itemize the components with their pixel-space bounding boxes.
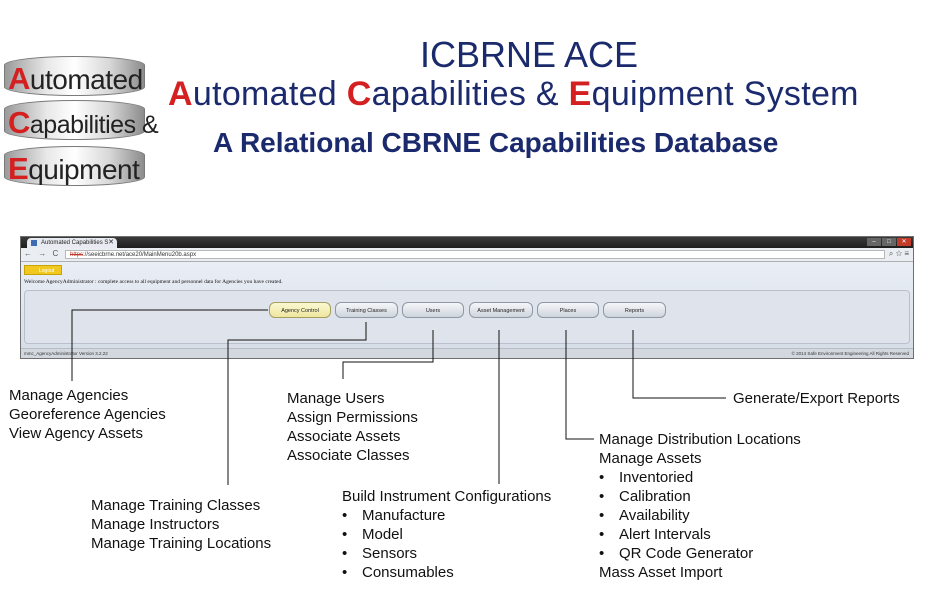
list-item: QR Code Generator	[599, 544, 801, 563]
list-item: Inventoried	[599, 468, 801, 487]
browser-tab[interactable]: Automated Capabilities S ✕	[27, 238, 117, 248]
ace-logo: Automated Capabilities & Equipment	[4, 50, 159, 190]
list-item: Availability	[599, 506, 801, 525]
close-window-icon[interactable]: ✕	[897, 238, 911, 246]
welcome-text: Welcome AgencyAdministrator : complete a…	[24, 279, 283, 285]
back-icon[interactable]: ←	[24, 249, 34, 258]
places-button[interactable]: Places	[537, 302, 599, 318]
main-menu: Agency Control Training Classes Users As…	[24, 290, 910, 344]
nav-buttons: ← → C	[24, 249, 60, 258]
training-classes-button[interactable]: Training Classes	[335, 302, 398, 318]
users-button[interactable]: Users	[402, 302, 464, 318]
status-bar: mmc_AgencyAdministrator Version 3.2.22 ©…	[21, 348, 913, 358]
agency-control-button[interactable]: Agency Control	[269, 302, 331, 318]
maximize-icon[interactable]: □	[882, 238, 896, 246]
logo-disc-automated: Automated	[4, 56, 145, 96]
address-bar[interactable]: https://seeicbrne.net/ace20/MainMenu20b.…	[65, 250, 885, 259]
browser-toolbar: ← → C https://seeicbrne.net/ace20/MainMe…	[21, 248, 913, 262]
reports-button[interactable]: Reports	[603, 302, 666, 318]
reports-callout: Generate/Export Reports	[733, 390, 900, 407]
list-item: Alert Intervals	[599, 525, 801, 544]
zoom-icon[interactable]: ⌕	[888, 249, 894, 258]
browser-tools: ⌕ ☆ ≡	[889, 249, 909, 259]
logo-disc-capabilities: Capabilities &	[4, 100, 159, 140]
forward-icon[interactable]: →	[38, 249, 49, 258]
agency-callout: Manage Agencies Georeference Agencies Vi…	[9, 387, 166, 442]
training-connector	[227, 322, 367, 485]
page-tagline: A Relational CBRNE Capabilities Database	[213, 127, 779, 158]
logout-button[interactable]: Logout	[24, 265, 62, 275]
users-callout: Manage Users Assign Permissions Associat…	[287, 390, 418, 464]
page-subtitle: Automated Capabilities & Equipment Syste…	[168, 75, 859, 113]
star-icon[interactable]: ☆	[895, 249, 903, 258]
asset-management-button[interactable]: Asset Management	[469, 302, 533, 318]
asset-management-callout: Build Instrument Configurations Manufact…	[342, 487, 551, 582]
list-item: Manufacture	[342, 506, 551, 525]
places-callout: Manage Distribution Locations Manage Ass…	[599, 430, 801, 582]
menu-icon[interactable]: ≡	[904, 249, 909, 258]
list-item: Consumables	[342, 563, 551, 582]
window-controls: – □ ✕	[867, 238, 911, 246]
page-title: ICBRNE ACE	[420, 34, 639, 75]
list-item: Sensors	[342, 544, 551, 563]
users-connector	[342, 330, 434, 379]
list-item: Calibration	[599, 487, 801, 506]
places-connector	[565, 330, 594, 440]
close-tab-icon[interactable]: ✕	[108, 239, 114, 246]
minimize-icon[interactable]: –	[867, 238, 881, 246]
reload-icon[interactable]: C	[52, 249, 61, 258]
reports-connector	[632, 330, 726, 399]
training-callout: Manage Training Classes Manage Instructo…	[91, 497, 272, 552]
browser-titlebar: Automated Capabilities S ✕ – □ ✕	[21, 237, 913, 248]
list-item: Model	[342, 525, 551, 544]
app-page: Logout Welcome AgencyAdministrator : com…	[21, 262, 913, 358]
favicon-icon	[31, 240, 37, 246]
agency-connector	[71, 309, 268, 381]
logo-disc-equipment: Equipment	[4, 146, 145, 186]
browser-window: Automated Capabilities S ✕ – □ ✕ ← → C h…	[20, 236, 914, 359]
